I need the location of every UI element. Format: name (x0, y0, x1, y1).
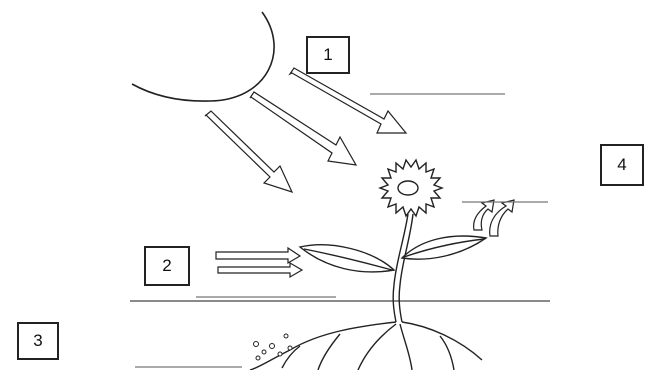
leaf-icon (402, 236, 486, 259)
root-icon (250, 322, 482, 370)
label-box-1: 1 (306, 36, 350, 74)
answer-lines (135, 94, 548, 367)
sunlight-arrow-icon (250, 92, 356, 165)
soil-particles (254, 334, 293, 360)
label-box-3: 3 (17, 322, 59, 360)
stem (393, 214, 408, 322)
air-arrow-icon (216, 248, 300, 263)
sunlight-arrow-icon (205, 111, 292, 192)
gas-release-arrows (474, 200, 514, 236)
air-arrow-icon (218, 263, 302, 277)
sunlight-arrows (205, 68, 406, 192)
flower-icon (380, 160, 442, 216)
air-arrows (216, 248, 302, 277)
plant (250, 160, 486, 370)
sun-icon (132, 12, 274, 101)
label-box-4: 4 (600, 144, 644, 186)
sunlight-arrow-icon (290, 68, 406, 133)
label-box-2: 2 (144, 246, 190, 286)
